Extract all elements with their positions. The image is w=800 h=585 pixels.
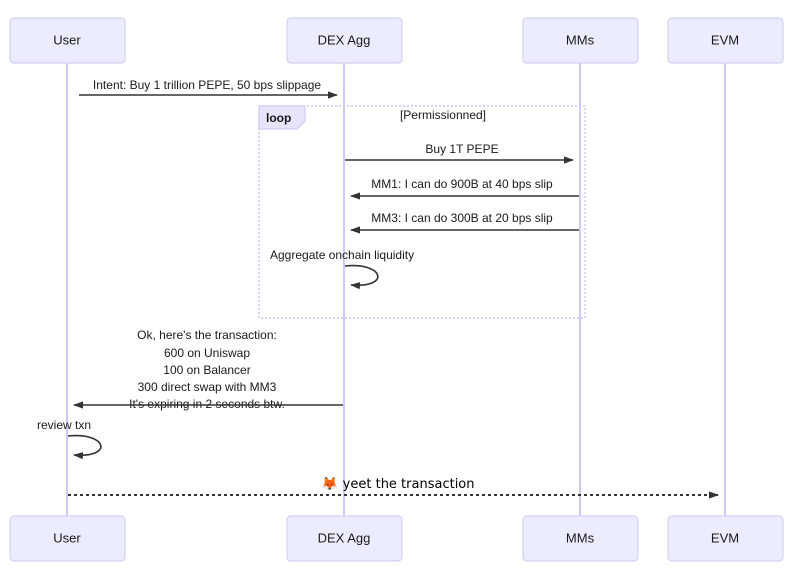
- actor-box-rect: [286, 17, 403, 64]
- actor-label-evm-top: EVM: [711, 32, 739, 47]
- actor-boxes-bottom: User DEX Agg MMs EVM: [9, 515, 784, 562]
- message-aggregate-onchain-liquidity: Aggregate onchain liquidity: [270, 248, 414, 290]
- actor-boxes-top: User DEX Agg MMs EVM: [9, 17, 784, 64]
- message-label: Aggregate onchain liquidity: [270, 248, 414, 262]
- actor-box-dexagg-top[interactable]: DEX Agg: [286, 17, 403, 64]
- message-label: Intent: Buy 1 trillion PEPE, 50 bps slip…: [93, 78, 321, 92]
- message-yeet-the-transaction: 🦊 yeet the transaction: [68, 476, 719, 499]
- message-label: Buy 1T PEPE: [425, 142, 498, 156]
- actor-label-user-top: User: [53, 32, 81, 47]
- actor-box-user-bottom[interactable]: User: [9, 515, 126, 562]
- actor-label-dexagg-top: DEX Agg: [318, 32, 371, 47]
- actor-box-rect: [522, 515, 639, 562]
- message-label: MM1: I can do 900B at 40 bps slip: [371, 177, 553, 191]
- loop-tag-label: loop: [266, 111, 291, 125]
- message-mm1-quote: MM1: I can do 900B at 40 bps slip: [350, 177, 579, 200]
- actor-label-mms-top: MMs: [566, 32, 595, 47]
- actor-box-user-top[interactable]: User: [9, 17, 126, 64]
- actor-box-rect: [286, 515, 403, 562]
- message-label-line-1: Ok, here's the transaction:: [137, 328, 277, 342]
- actor-box-rect: [9, 17, 126, 64]
- message-label-with-icon: 🦊 yeet the transaction: [321, 476, 474, 492]
- loop-tag-shape: [258, 105, 306, 130]
- lifelines: [66, 63, 726, 516]
- actor-box-evm-bottom[interactable]: EVM: [667, 515, 784, 562]
- actor-box-rect: [522, 17, 639, 64]
- message-label: yeet the transaction: [343, 477, 475, 492]
- message-mm3-quote: MM3: I can do 300B at 20 bps slip: [350, 211, 579, 234]
- message-label-line-4: 300 direct swap with MM3: [138, 380, 277, 394]
- actor-box-rect: [9, 515, 126, 562]
- actor-box-evm-top[interactable]: EVM: [667, 17, 784, 64]
- fox-metamask-icon: 🦊: [321, 476, 337, 492]
- actor-box-rect: [667, 515, 784, 562]
- actor-label-dexagg-bottom: DEX Agg: [318, 530, 371, 545]
- loop-block-frame: [258, 105, 586, 319]
- self-loop-arc: [344, 264, 379, 290]
- actor-box-mms-top[interactable]: MMs: [522, 17, 639, 64]
- message-intent-buy-pepe: Intent: Buy 1 trillion PEPE, 50 bps slip…: [79, 78, 338, 99]
- actor-box-dexagg-bottom[interactable]: DEX Agg: [286, 515, 403, 562]
- message-label-line-3: 100 on Balancer: [163, 363, 250, 377]
- self-loop-arc: [67, 434, 102, 460]
- message-label-line-2: 600 on Uniswap: [164, 346, 250, 360]
- message-label: MM3: I can do 300B at 20 bps slip: [371, 211, 553, 225]
- actor-label-evm-bottom: EVM: [711, 530, 739, 545]
- message-label: review txn: [37, 418, 91, 432]
- actor-label-user-bottom: User: [53, 530, 81, 545]
- message-label-line-5: It's expiring in 2 seconds btw.: [129, 397, 285, 411]
- actor-box-mms-bottom[interactable]: MMs: [522, 515, 639, 562]
- message-transaction-details: Ok, here's the transaction: 600 on Unisw…: [73, 328, 343, 411]
- actor-label-mms-bottom: MMs: [566, 530, 595, 545]
- message-review-txn: review txn: [37, 418, 102, 460]
- actor-box-rect: [667, 17, 784, 64]
- loop-block-title: [Permissionned]: [400, 108, 486, 122]
- message-buy-1t-pepe: Buy 1T PEPE: [345, 142, 574, 164]
- loop-block: loop [Permissionned]: [258, 105, 586, 319]
